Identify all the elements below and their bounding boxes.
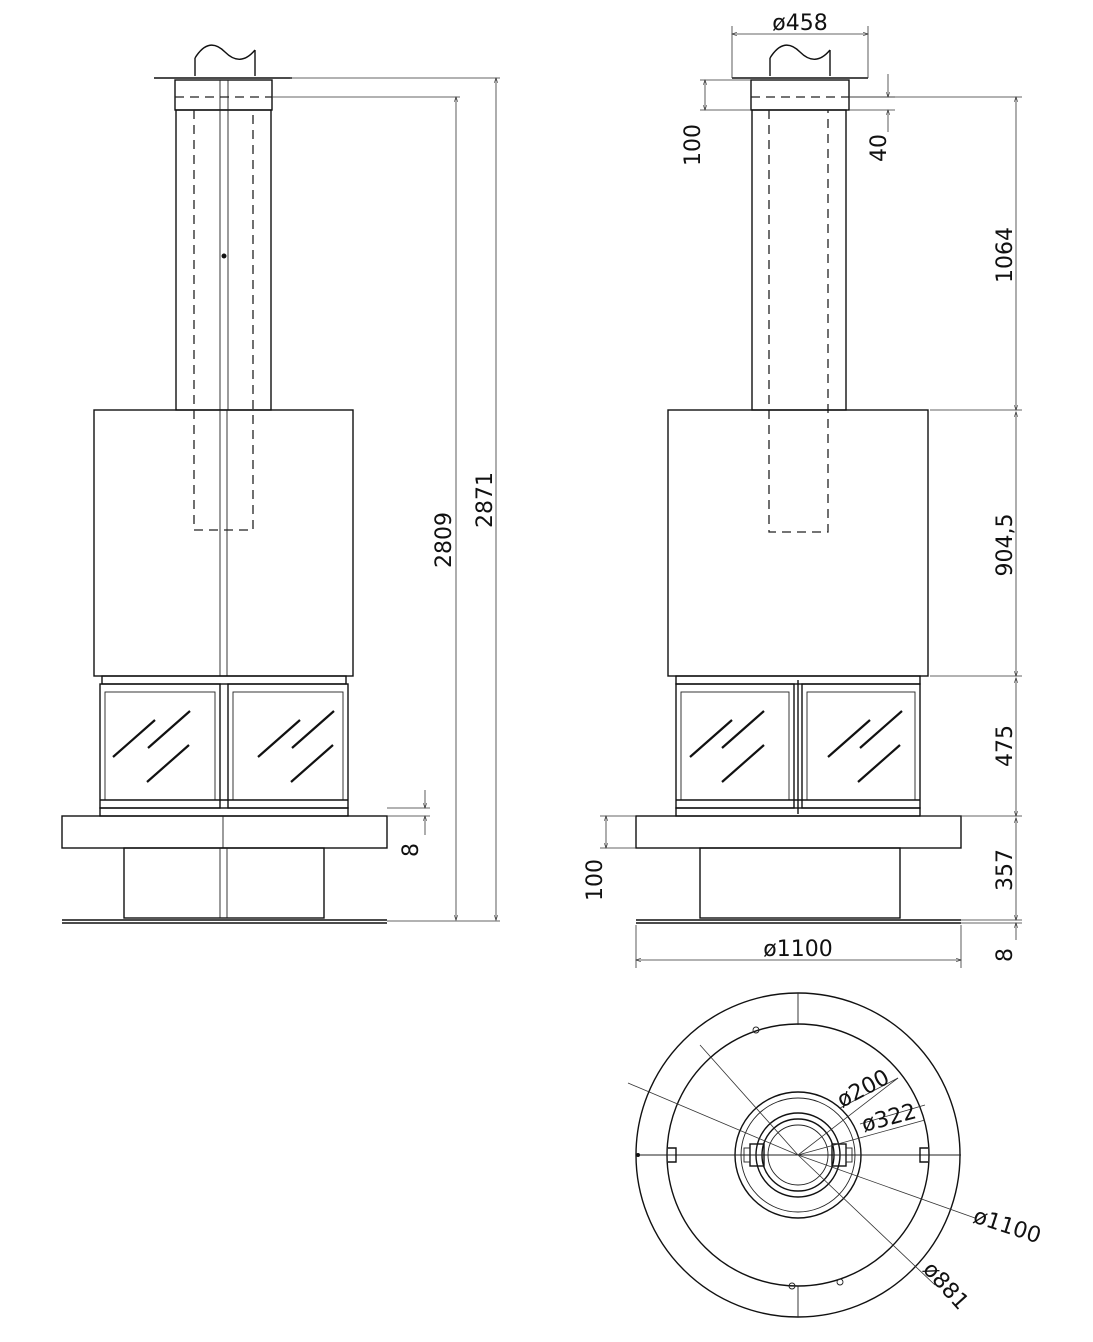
dim-d1100: ø1100 (970, 1204, 1044, 1249)
side-dimensions: ø458 100 40 1064 904,5 475 357 8 (583, 11, 1022, 968)
dim-d881: ø881 (918, 1257, 974, 1315)
plinth (61, 815, 388, 849)
dim-d322: ø322 (859, 1099, 919, 1138)
glass-panel-left (675, 683, 795, 809)
glass-panel-right (227, 683, 349, 809)
plan-view: ø200 ø322 ø1100 ø881 (627, 992, 1044, 1318)
dim-8-front: 8 (399, 843, 424, 857)
dim-d1100-width: ø1100 (763, 937, 832, 962)
dim-475: 475 (993, 725, 1018, 767)
dim-8-side: 8 (993, 948, 1018, 962)
glass-panel-left (99, 683, 221, 809)
dim-100-plinth: 100 (583, 859, 608, 901)
plinth (635, 815, 962, 849)
front-dimensions: 2809 2871 8 (272, 78, 500, 922)
flue-pipe (175, 109, 272, 411)
dim-d458: ø458 (772, 11, 827, 36)
flue-pipe (751, 109, 847, 411)
dim-2809: 2809 (432, 512, 457, 568)
body-casing (93, 409, 354, 677)
base-column (123, 847, 325, 919)
dim-1064: 1064 (993, 227, 1018, 283)
front-view (61, 44, 388, 924)
side-view (635, 44, 962, 924)
dim-40: 40 (867, 134, 892, 162)
dim-904-5: 904,5 (993, 514, 1018, 577)
body-casing (667, 409, 929, 677)
break-line (769, 44, 831, 60)
dim-2871: 2871 (473, 472, 498, 528)
base-column (699, 847, 901, 919)
dim-100-collar: 100 (681, 124, 706, 166)
break-line (194, 44, 256, 60)
dim-357: 357 (993, 849, 1018, 891)
